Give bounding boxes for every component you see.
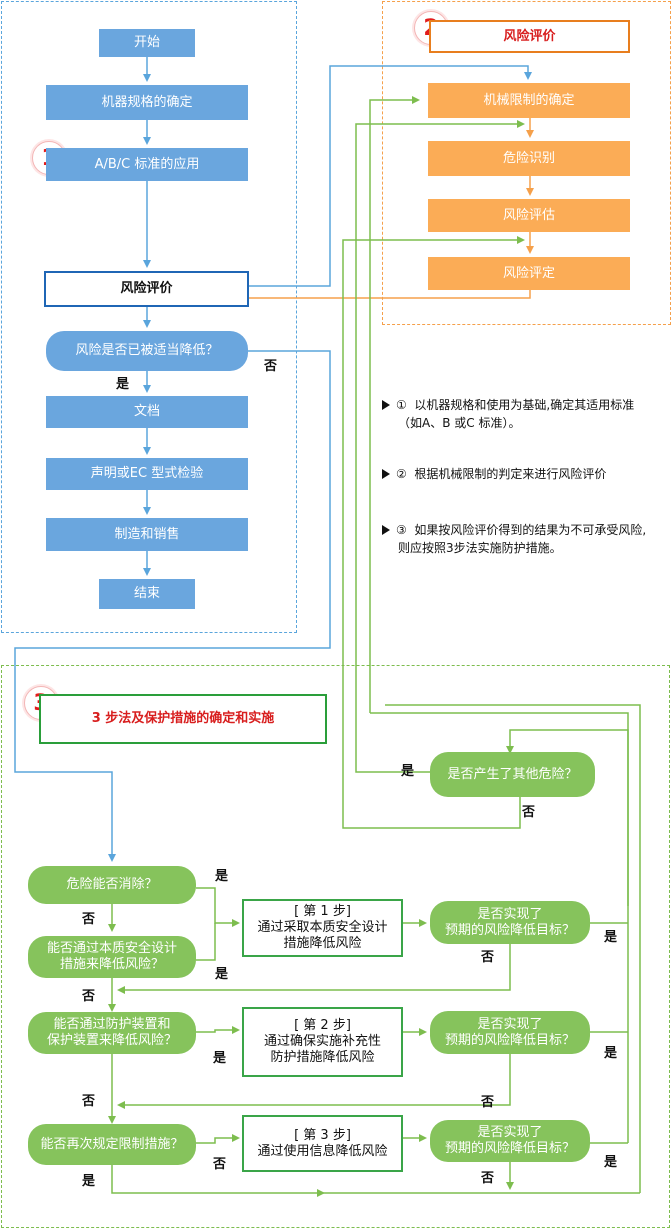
achieved-2-line-1: 是否实现了 bbox=[477, 1016, 543, 1032]
step2-box: [ 第 2 步] 通过确保实施补充性 防护措施降低风险 bbox=[242, 1007, 403, 1077]
inherent-question-line-2: 措施来降低风险？ bbox=[59, 957, 164, 972]
declaration-box: 声明或EC 型式检验 bbox=[46, 458, 248, 490]
risk-reduced-yes-label: 是 bbox=[116, 377, 130, 392]
achieved-3-yes-label: 是 bbox=[604, 1155, 618, 1170]
achieved-1-yes-label: 是 bbox=[604, 930, 618, 945]
step1-line-2: 措施降低风险 bbox=[283, 936, 362, 951]
step2-line-1: 通过确保实施补充性 bbox=[263, 1034, 381, 1049]
guard-question-line-2: 保护装置来降低风险？ bbox=[46, 1033, 177, 1048]
inherent-question-line-1: 能否通过本质安全设计 bbox=[46, 941, 177, 956]
step1-line-1: 通过采取本质安全设计 bbox=[257, 920, 388, 935]
note-2: ② 根据机械限制的判定来进行风险评价 bbox=[382, 465, 672, 483]
other-hazard-question: 是否产生了其他危险？ bbox=[430, 752, 595, 797]
hazard-id-box: 危险识别 bbox=[428, 141, 630, 176]
inherent-yes-label: 是 bbox=[215, 967, 229, 982]
inherent-question: 能否通过本质安全设计 措施来降低风险？ bbox=[28, 936, 196, 978]
risk-reduced-no-label: 否 bbox=[264, 359, 278, 374]
note-1-line-1: 以机器规格和使用为基础,确定其适用标准 bbox=[414, 398, 635, 412]
achieved-3-line-1: 是否实现了 bbox=[477, 1125, 543, 1140]
risk-estimate-box: 风险评估 bbox=[428, 199, 630, 232]
limits-box: 机械限制的确定 bbox=[428, 83, 630, 118]
other-hazard-yes-label: 是 bbox=[401, 764, 415, 779]
manufacture-box: 制造和销售 bbox=[46, 518, 248, 551]
achieved-question-2: 是否实现了 预期的风险降低目标？ bbox=[430, 1011, 590, 1054]
risk-eval-box: 风险评价 bbox=[44, 271, 249, 307]
achieved-1-line-1: 是否实现了 bbox=[477, 906, 543, 922]
eliminate-yes-label: 是 bbox=[215, 869, 229, 884]
note-2-line-1: 根据机械限制的判定来进行风险评价 bbox=[414, 467, 607, 481]
guard-yes-label: 是 bbox=[213, 1051, 227, 1066]
note-3-marker: ③ bbox=[396, 523, 407, 537]
guard-question-line-1: 能否通过防护装置和 bbox=[53, 1017, 171, 1032]
risk-determine-box: 风险评定 bbox=[428, 257, 630, 290]
note-2-marker: ② bbox=[396, 467, 407, 481]
achieved-1-no-label: 否 bbox=[481, 950, 495, 965]
note-3-line-2: 则应按照3步法实施防护措施。 bbox=[398, 541, 562, 555]
achieved-3-no-label: 否 bbox=[481, 1171, 495, 1186]
achieved-3-line-2: 预期的风险降低目标？ bbox=[444, 1141, 575, 1156]
step1-box: [ 第 1 步] 通过采取本质安全设计 措施降低风险 bbox=[242, 899, 403, 957]
step3-title: [ 第 3 步] bbox=[294, 1127, 351, 1143]
inherent-no-label: 否 bbox=[82, 989, 96, 1004]
step3-line-1: 通过使用信息降低风险 bbox=[257, 1143, 388, 1159]
restrict-no-label: 否 bbox=[213, 1157, 227, 1172]
step3-box: [ 第 3 步] 通过使用信息降低风险 bbox=[242, 1115, 403, 1172]
guard-no-label: 否 bbox=[82, 1094, 96, 1109]
note-1: ① 以机器规格和使用为基础,确定其适用标准 （如A、B 或C 标准）。 bbox=[382, 396, 672, 432]
achieved-2-yes-label: 是 bbox=[604, 1046, 618, 1061]
other-hazard-no-label: 否 bbox=[522, 805, 536, 820]
section2-title: 风险评价 bbox=[429, 20, 630, 53]
achieved-1-line-2: 预期的风险降低目标？ bbox=[444, 922, 575, 938]
achieved-question-1: 是否实现了 预期的风险降低目标？ bbox=[430, 901, 590, 944]
achieved-2-no-label: 否 bbox=[481, 1095, 495, 1110]
restrict-question: 能否再次规定限制措施？ bbox=[28, 1124, 196, 1165]
spec-box: 机器规格的确定 bbox=[46, 85, 248, 120]
achieved-question-3: 是否实现了 预期的风险降低目标？ bbox=[430, 1120, 590, 1162]
doc-box: 文档 bbox=[46, 396, 248, 428]
note-3: ③ 如果按风险评价得到的结果为不可承受风险, 则应按照3步法实施防护措施。 bbox=[382, 521, 672, 557]
step2-title: [ 第 2 步] bbox=[294, 1018, 351, 1033]
achieved-2-line-2: 预期的风险降低目标？ bbox=[444, 1032, 575, 1048]
start-box: 开始 bbox=[99, 29, 195, 57]
step1-title: [ 第 1 步] bbox=[294, 904, 351, 919]
section-3-frame bbox=[1, 665, 670, 1228]
note-3-line-1: 如果按风险评价得到的结果为不可承受风险, bbox=[414, 523, 647, 537]
note-1-line-2: （如A、B 或C 标准）。 bbox=[398, 416, 521, 430]
eliminate-question: 危险能否消除？ bbox=[28, 866, 196, 904]
guard-question: 能否通过防护装置和 保护装置来降低风险？ bbox=[28, 1012, 196, 1054]
restrict-yes-label: 是 bbox=[82, 1174, 96, 1189]
note-1-marker: ① bbox=[396, 398, 407, 412]
step2-line-2: 防护措施降低风险 bbox=[270, 1050, 375, 1065]
eliminate-no-label: 否 bbox=[82, 912, 96, 927]
section3-title: 3 步法及保护措施的确定和实施 bbox=[39, 694, 327, 744]
end-box: 结束 bbox=[99, 579, 195, 609]
standards-box: A/B/C 标准的应用 bbox=[46, 148, 248, 181]
risk-reduced-question: 风险是否已被适当降低？ bbox=[46, 331, 248, 371]
